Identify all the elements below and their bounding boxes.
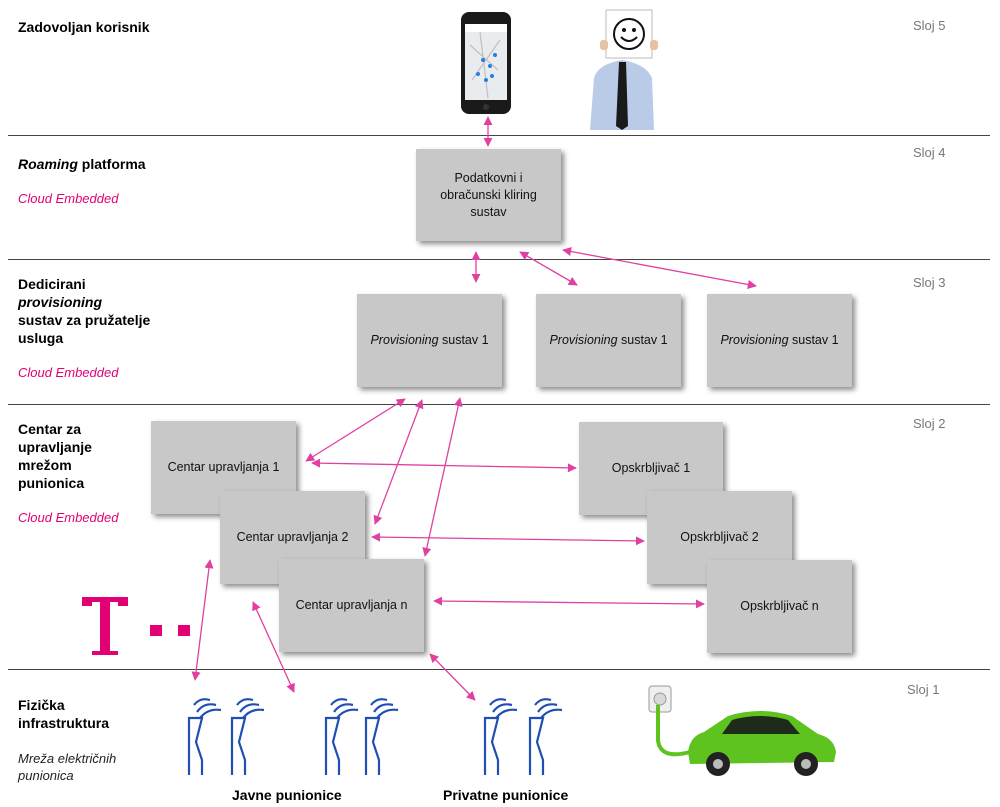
arrow-centarn-private-chargers bbox=[429, 653, 476, 701]
provisioning-2-italic: Provisioning bbox=[549, 333, 618, 347]
private-charging-stations bbox=[483, 698, 563, 775]
clearing-system-box: Podatkovni i obračunski kliring sustav bbox=[416, 149, 561, 241]
layer3-cloud-note: Cloud Embedded bbox=[18, 365, 119, 380]
provisioning-box-1: Provisioning sustav 1 bbox=[357, 294, 502, 387]
layer-label-5: Sloj 5 bbox=[913, 18, 946, 33]
layer3-title-line1: Dedicirani bbox=[18, 276, 86, 292]
smartphone-map-icon bbox=[461, 12, 511, 114]
layer1-title-line1: Fizička bbox=[18, 697, 65, 713]
layer3-title-line2: provisioning bbox=[18, 293, 150, 311]
arrow-prov1-centar1 bbox=[305, 398, 406, 462]
arrow-clearing-prov2 bbox=[519, 251, 578, 286]
charging-station-icon bbox=[324, 698, 359, 775]
provisioning-1-italic: Provisioning bbox=[370, 333, 439, 347]
layer5-title: Zadovoljan korisnik bbox=[18, 19, 150, 35]
clearing-line1: Podatkovni i bbox=[454, 170, 523, 185]
layer2-cloud-note: Cloud Embedded bbox=[18, 510, 119, 525]
layer4-cloud-note: Cloud Embedded bbox=[18, 191, 119, 206]
layer-label-1: Sloj 1 bbox=[907, 682, 940, 697]
layer4-title-italic: Roaming bbox=[18, 156, 78, 172]
charging-station-icon bbox=[364, 698, 399, 775]
layer3-title-italic: provisioning bbox=[18, 294, 102, 310]
arrow-clearing-prov3 bbox=[562, 247, 757, 289]
arrow-prov1-centar2 bbox=[373, 399, 424, 525]
layer2-title-line3: mrežom bbox=[18, 457, 72, 473]
layer2-title-line2: upravljanje bbox=[18, 439, 92, 455]
clearing-line2: obračunski kliring bbox=[440, 187, 537, 202]
layer1-note-line2: punionica bbox=[18, 768, 74, 783]
centar-upravljanja-n-box: Centar upravljanja n bbox=[279, 559, 424, 652]
charging-station-icon bbox=[230, 698, 265, 775]
connection-arrows bbox=[191, 116, 757, 701]
provisioning-box-2: Provisioning sustav 1 bbox=[536, 294, 681, 387]
provisioning-box-3: Provisioning sustav 1 bbox=[707, 294, 852, 387]
provisioning-2-rest: sustav 1 bbox=[617, 333, 668, 347]
layer4-title: Roaming platforma bbox=[18, 155, 146, 173]
provisioning-3-italic: Provisioning bbox=[720, 333, 789, 347]
arrow-centar1-opskrb1 bbox=[311, 458, 577, 473]
telekom-logo bbox=[82, 597, 190, 655]
layer-label-4: Sloj 4 bbox=[913, 145, 946, 160]
charging-station-icon bbox=[528, 698, 563, 775]
layer3-title-line3: sustav za pružatelje bbox=[18, 312, 151, 328]
public-charging-stations bbox=[187, 698, 399, 775]
arrow-prov1-centarn bbox=[422, 397, 463, 557]
layer1-title-line2: infrastruktura bbox=[18, 715, 110, 731]
layer1-note-line1: Mreža električnih bbox=[18, 751, 117, 766]
happy-user-icon bbox=[590, 9, 658, 130]
private-chargers-caption: Privatne punionice bbox=[443, 787, 569, 803]
layer2-title-line1: Centar za bbox=[18, 421, 82, 437]
public-chargers-caption: Javne punionice bbox=[232, 787, 342, 803]
layer1-title: Fizička infrastruktura bbox=[18, 696, 109, 732]
layer-label-2: Sloj 2 bbox=[913, 416, 946, 431]
layer-divider-5-4 bbox=[8, 135, 990, 136]
layer2-title-line4: punionica bbox=[18, 475, 85, 491]
layer-divider-2-1 bbox=[8, 669, 990, 670]
electric-car-icon bbox=[688, 711, 836, 776]
layer-divider-3-2 bbox=[8, 404, 990, 405]
arrow-centarn-public-chargers bbox=[252, 601, 295, 693]
clearing-line3: sustav bbox=[470, 204, 507, 219]
charging-station-icon bbox=[187, 698, 222, 775]
arrow-centarn-opskrbn bbox=[433, 596, 705, 609]
layer-divider-4-3 bbox=[8, 259, 990, 260]
layer3-title: Dedicirani provisioning sustav za pružat… bbox=[18, 275, 150, 347]
opskrbljivac-n-box: Opskrbljivač n bbox=[707, 560, 852, 653]
layer4-title-rest: platforma bbox=[77, 156, 146, 172]
provisioning-1-rest: sustav 1 bbox=[438, 333, 489, 347]
arrow-centar2-opskrb2 bbox=[371, 532, 645, 546]
layer-label-3: Sloj 3 bbox=[913, 275, 946, 290]
provisioning-3-rest: sustav 1 bbox=[788, 333, 839, 347]
layer2-title: Centar za upravljanje mrežom punionica bbox=[18, 420, 92, 492]
charging-station-icon bbox=[483, 698, 518, 775]
wall-socket-icon bbox=[648, 685, 691, 757]
arrow-centar2-public-chargers bbox=[191, 559, 214, 681]
layer1-note: Mreža električnih punionica bbox=[18, 750, 116, 784]
layer3-title-line4: usluga bbox=[18, 330, 64, 346]
